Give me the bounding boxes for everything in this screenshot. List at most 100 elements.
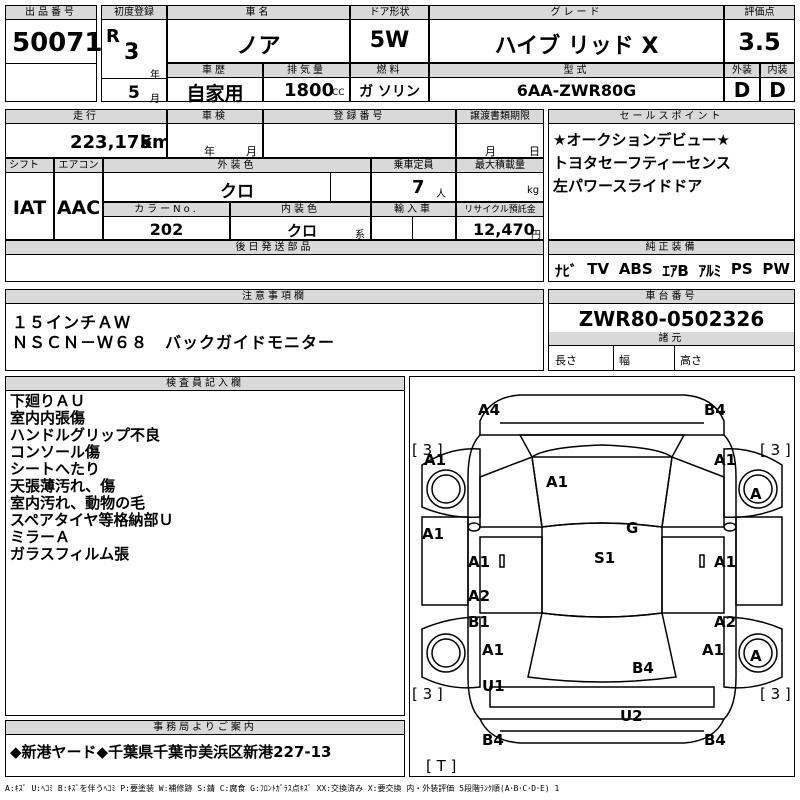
- year-unit: 年: [150, 70, 160, 81]
- max-load-unit: kg: [527, 185, 540, 196]
- dmg-rear-wheel-right: A: [750, 647, 762, 665]
- color-number-box: カラーNo. 202: [103, 202, 230, 240]
- score: 3.5: [738, 28, 781, 56]
- inspector-note: ミラーＡ: [10, 528, 71, 546]
- office-info-header: 事務局よりご案内: [6, 721, 404, 735]
- equipment-ps: PS: [730, 260, 753, 278]
- dmg-front-fender-left: A1: [424, 451, 447, 469]
- fuel: ガ ソリン: [359, 84, 420, 100]
- shift-box: シフト IAT: [5, 158, 54, 240]
- capacity-header: 乗車定員: [372, 159, 455, 173]
- interior-grade-box: 内装 D: [760, 63, 795, 102]
- recycle-header: リサイクル預託金: [457, 203, 543, 217]
- model-code-box: 型式 6AA-ZWR80G: [429, 63, 724, 102]
- first-registration-header: 初度登録: [102, 6, 166, 20]
- history-header: 車歴: [168, 64, 262, 78]
- dmg-front-bumper-right: B4: [704, 401, 726, 419]
- dmg-rear-bumper-left: B4: [482, 731, 504, 749]
- grade: ハイブ リッド X: [494, 34, 659, 59]
- recycle-unit: 円: [531, 230, 541, 241]
- sales-point-3: 左パワースライドドア: [553, 177, 703, 195]
- max-load-box: 最大積載量 kg: [456, 158, 544, 202]
- inspector-note: シートへたり: [10, 460, 101, 478]
- import-box: 輸入車: [371, 202, 456, 240]
- fuel-header: 燃料: [351, 64, 428, 78]
- displacement-box: 排気量 1800 CC: [263, 63, 350, 102]
- inspector-note: ハンドルグリップ不良: [10, 426, 161, 444]
- transfer-deadline-header: 譲渡書類期限: [457, 110, 543, 124]
- equipment-pw: PW: [762, 260, 790, 278]
- car-name-header: 車名: [168, 6, 349, 20]
- exterior-header: 外装: [725, 64, 759, 78]
- month-unit: 月: [150, 94, 160, 105]
- lot-number-header: 出品番号: [6, 6, 96, 20]
- capacity-unit: 人: [436, 189, 446, 200]
- mileage-unit: km: [140, 132, 171, 153]
- door-header: ドア形状: [351, 6, 428, 20]
- inspector-note: ガラスフィルム張: [10, 545, 130, 563]
- later-parts-header: 後日発送部品: [6, 241, 543, 255]
- later-parts-box: 後日発送部品: [5, 240, 544, 282]
- shift: IAT: [12, 197, 47, 219]
- equipment-abs: ABS: [618, 260, 653, 278]
- inspection-header: 車検: [168, 110, 262, 124]
- mileage-box: 走行 223,175 km: [5, 109, 171, 158]
- lot-number: 50071: [12, 28, 103, 58]
- model-code-header: 型式: [430, 64, 723, 78]
- transfer-deadline-box: 譲渡書類期限 月 日: [456, 109, 544, 158]
- history: 自家用: [186, 83, 244, 105]
- first-registration-box: 初度登録 R 3 年 5 月: [101, 5, 167, 105]
- dmg-front-door-right: A1: [714, 553, 737, 571]
- reg-year: 3: [124, 40, 140, 65]
- max-load-header: 最大積載量: [457, 159, 543, 173]
- exterior-color-box: 外装色 クロ: [103, 158, 371, 202]
- sales-point-header: セールスポイント: [549, 110, 794, 124]
- interior-color-header: 内装色: [231, 203, 370, 217]
- shift-header: シフト: [6, 159, 53, 173]
- lot-number-box: 出品番号 50071: [5, 5, 102, 102]
- inspector-note: コンソール傷: [10, 443, 101, 461]
- registration-number-header: 登録番号: [264, 110, 455, 124]
- tread-front-left: [ 3 ]: [412, 441, 443, 459]
- registration-number-box: 登録番号: [263, 109, 456, 158]
- spare-tire-tread: [ T ]: [426, 757, 457, 775]
- chassis-header: 車台番号: [549, 290, 794, 304]
- dmg-left-side: A1: [422, 525, 445, 543]
- car-name: ノア: [236, 34, 281, 59]
- car-name-box: 車名 ノア: [167, 5, 350, 63]
- inspection-year-unit: 年: [204, 145, 215, 158]
- equipment-navi: ﾅﾋﾞ: [555, 262, 578, 280]
- tread-rear-right: [ 3 ]: [760, 685, 791, 703]
- model-code: 6AA-ZWR80G: [516, 81, 637, 100]
- office-info: ◆新港ヤード◆千葉県千葉市美浜区新港227-13: [10, 743, 332, 761]
- door-type: 5W: [369, 28, 410, 53]
- exterior-grade-box: 外装 D: [724, 63, 760, 102]
- dmg-windshield: G: [626, 519, 639, 537]
- inspection-box: 車検 年 月: [167, 109, 263, 158]
- dmg-roof: S1: [594, 549, 616, 567]
- score-header: 評価点: [725, 6, 794, 20]
- interior-grade: D: [769, 78, 786, 102]
- dmg-front-bumper-left: A4: [478, 401, 501, 419]
- sales-point-box: セールスポイント ★オークションデビュー★ トヨタセーフティーセンス 左パワース…: [548, 109, 795, 240]
- exterior-color: クロ: [220, 182, 254, 202]
- grade-header: グレード: [430, 6, 723, 20]
- chassis-box: 車台番号 ZWR80-0502326 諸元 長さ 幅 高さ: [548, 289, 795, 371]
- sales-point-1: ★オークションデビュー★: [553, 131, 730, 149]
- displacement-header: 排気量: [264, 64, 349, 78]
- recycle-fee: 12,470: [473, 220, 535, 239]
- interior-color-unit: 系: [355, 230, 365, 241]
- dmg-rear-bumper-right: B4: [704, 731, 726, 749]
- equipment-alloy: ｱﾙﾐ: [698, 262, 722, 280]
- color-number: 202: [149, 220, 184, 239]
- specs-header: 諸元: [549, 332, 794, 346]
- era: R: [106, 26, 120, 47]
- genuine-equipment-header: 純正装備: [549, 241, 794, 255]
- dmg-rear-fender-left: A1: [482, 641, 505, 659]
- inspector-note: 下廻りＡＵ: [10, 392, 86, 410]
- notes-line-1: １５インチＡＷ: [12, 313, 132, 332]
- exterior-grade: D: [733, 78, 751, 102]
- car-diagram-box: A4 B4 [ 3 ] [ 3 ] A1 A1 A1 A G A1 A1 S1 …: [409, 376, 795, 777]
- equipment-airbag: ｴｱB: [662, 262, 689, 280]
- inspector-notes-box: 検査員記入欄 下廻りＡＵ 室内内張傷 ハンドルグリップ不良 コンソール傷 シート…: [5, 376, 405, 716]
